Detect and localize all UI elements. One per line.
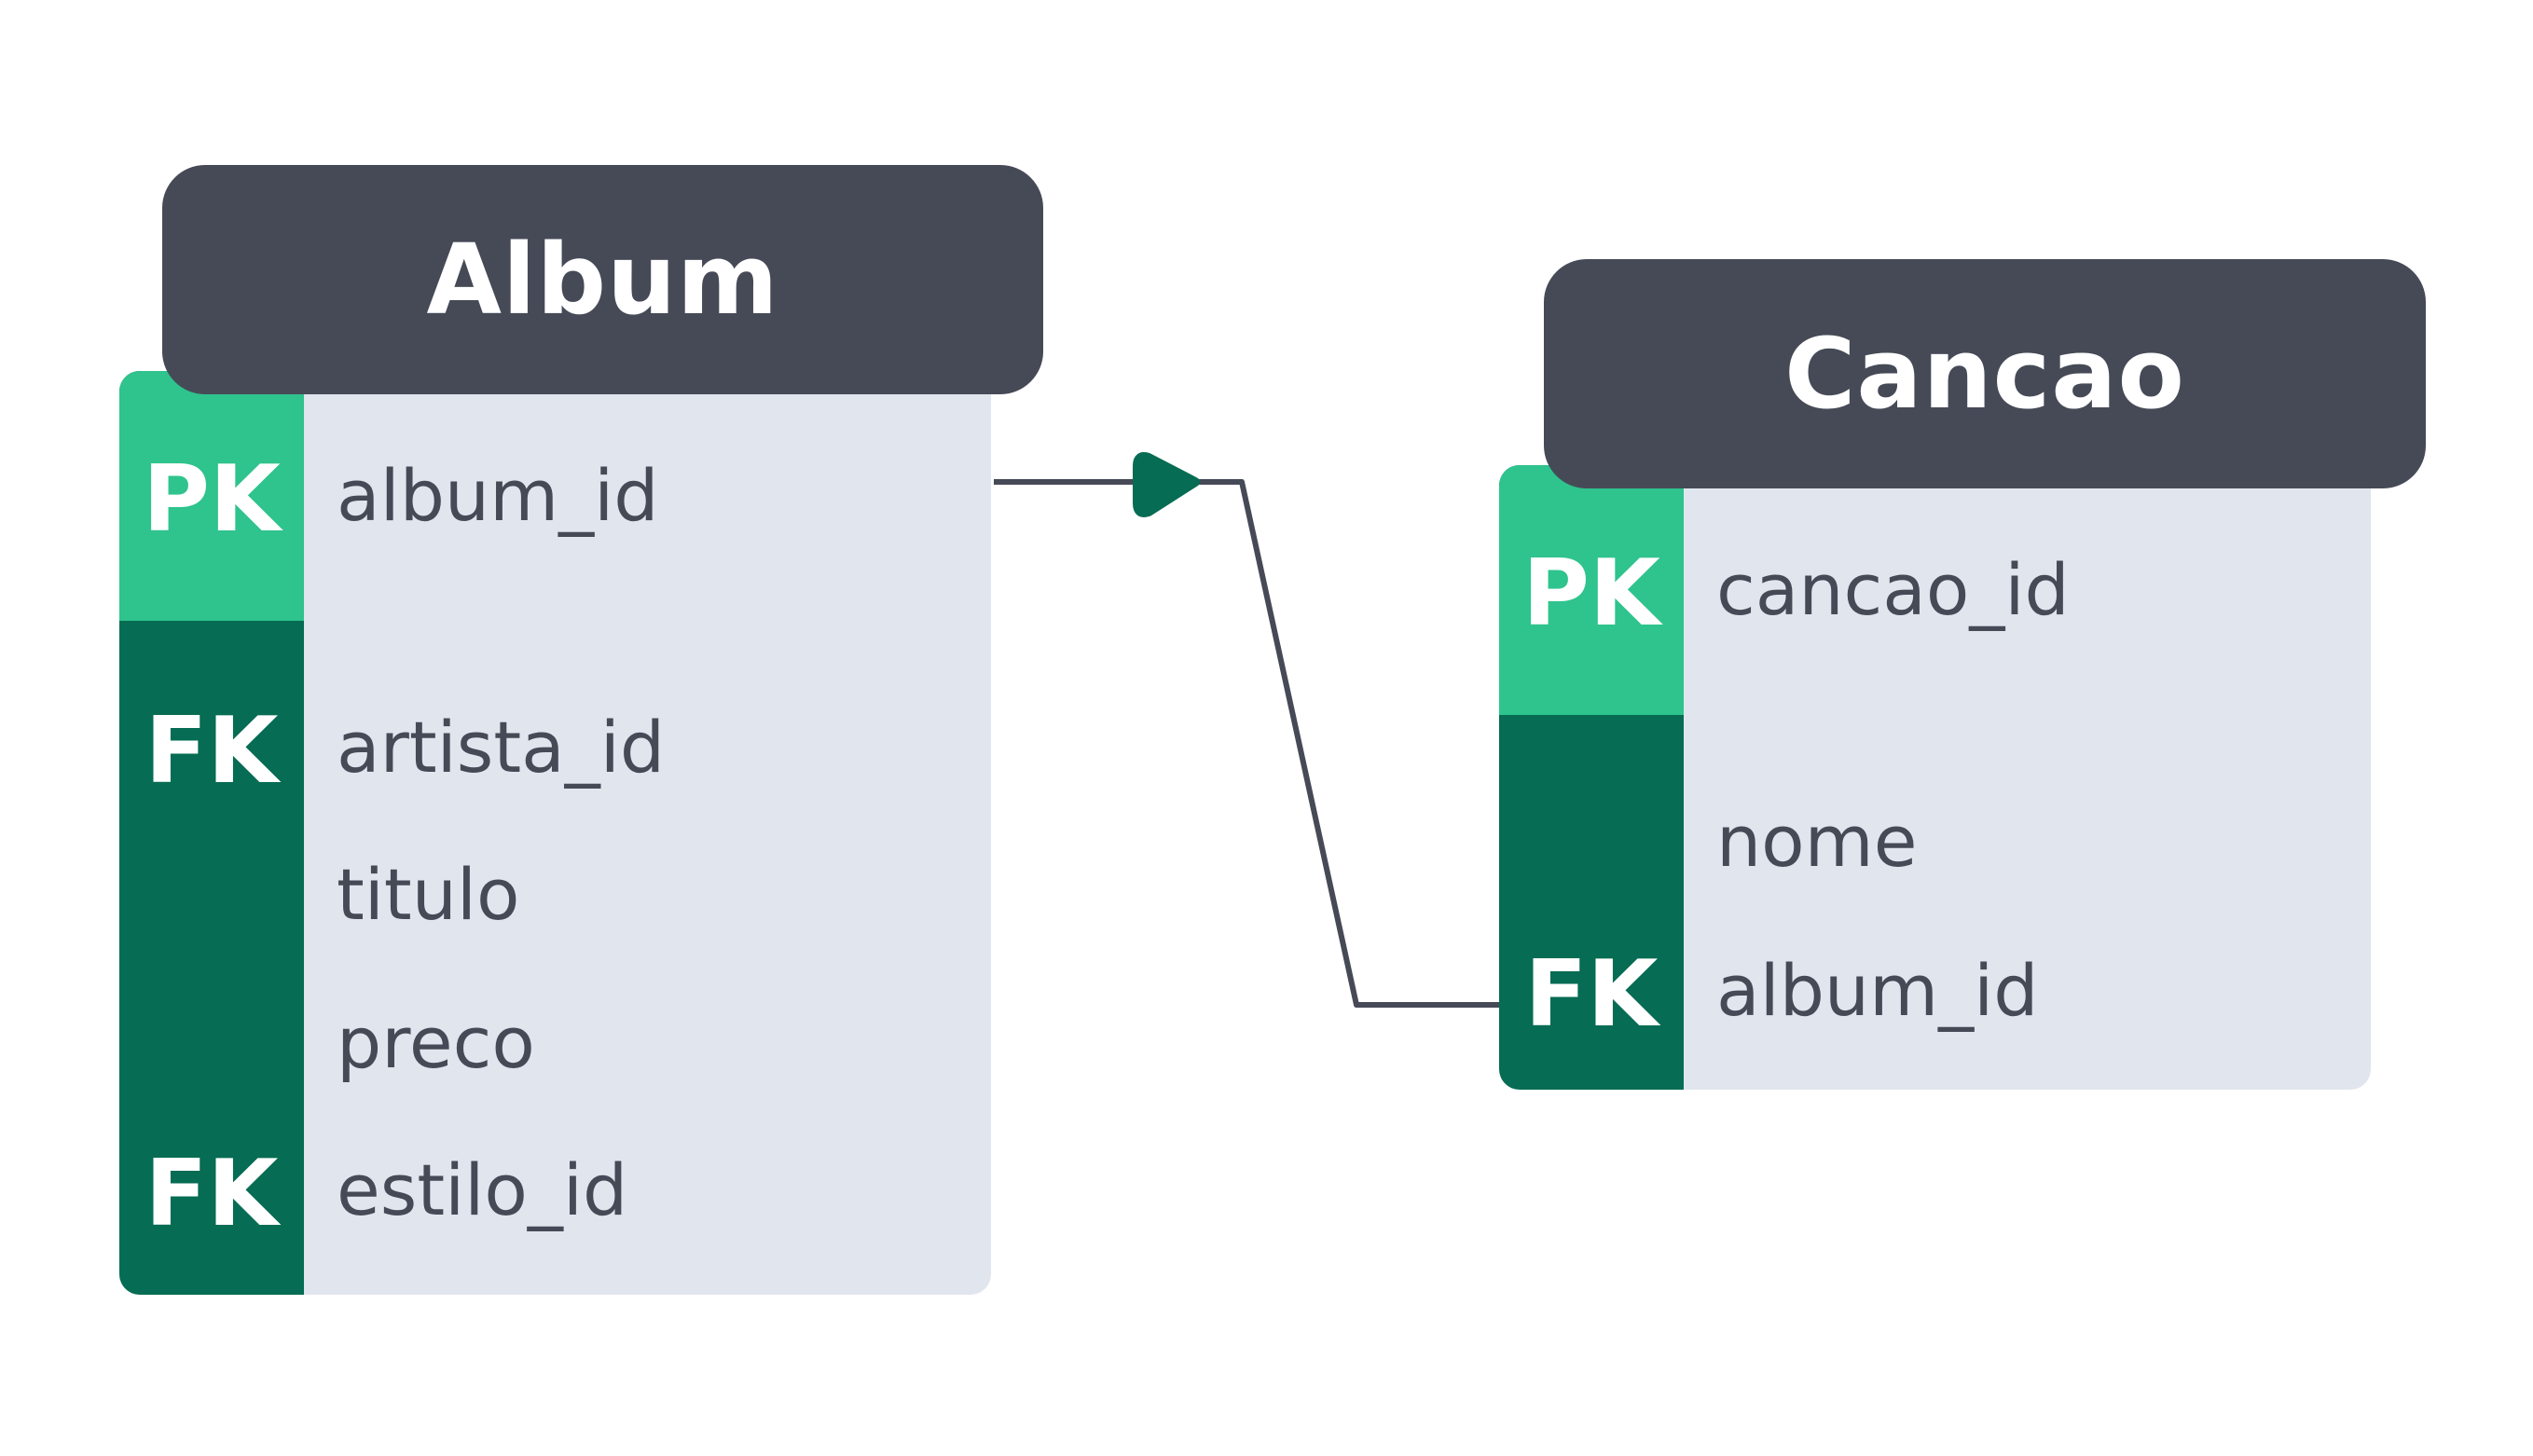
album-pk-label: PK <box>143 446 281 553</box>
album-fk-label-estilo: FK <box>145 1141 279 1247</box>
cancao-field-album-id[interactable]: album_id <box>1716 949 2039 1032</box>
cancao-field-cancao-id[interactable]: cancao_id <box>1716 548 2070 631</box>
cancao-pk-band <box>1499 465 1684 715</box>
cancao-pk-label: PK <box>1522 541 1660 647</box>
album-fields-panel: PK album_id FK artista_id titulo preco F… <box>119 371 991 1295</box>
album-field-preco[interactable]: preco <box>337 1001 535 1084</box>
album-field-estilo-id[interactable]: estilo_id <box>337 1148 628 1231</box>
album-field-artista-id[interactable]: artista_id <box>337 706 666 789</box>
cancao-title[interactable]: Cancao <box>1544 259 2426 488</box>
relationship-line <box>994 479 1499 1008</box>
album-fk-label-artista: FK <box>145 698 279 804</box>
cancao-fk-label-album: FK <box>1524 941 1659 1048</box>
album-field-titulo[interactable]: titulo <box>337 853 520 936</box>
album-pk-band <box>119 371 304 621</box>
relationship-arrowhead <box>1133 452 1200 517</box>
album-field-album-id[interactable]: album_id <box>337 454 659 537</box>
cancao-fields-panel: PK cancao_id nome FK album_id <box>1499 465 2371 1090</box>
album-title[interactable]: Album <box>162 165 1043 394</box>
cancao-field-nome[interactable]: nome <box>1716 800 1918 883</box>
